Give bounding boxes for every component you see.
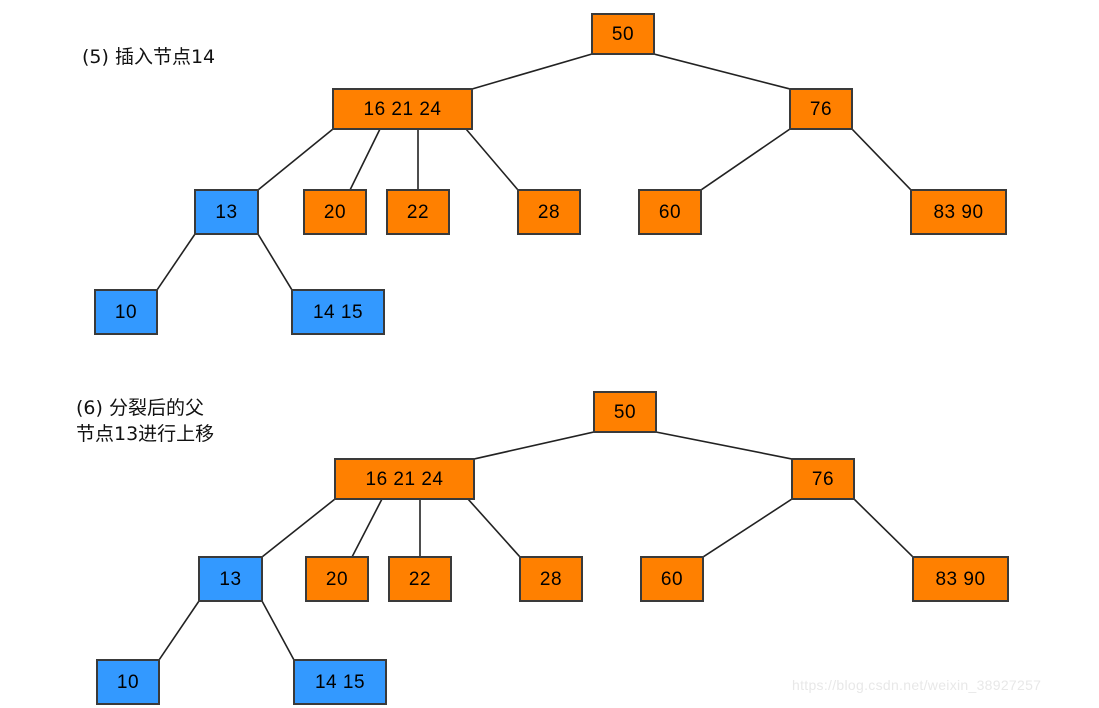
node-box <box>94 289 158 335</box>
node-box <box>912 556 1009 602</box>
node-keys: 50 <box>614 402 636 423</box>
step-6-edge-16-to-13 <box>260 497 337 559</box>
node-box <box>96 659 160 705</box>
watermark-text: https://blog.csdn.net/weixin_38927257 <box>792 677 1042 693</box>
node-keys: 14 15 <box>313 302 363 323</box>
node-box <box>517 189 581 235</box>
step-6-edge-16-to-20 <box>350 497 384 559</box>
step-5-node-14-15[interactable]: 14 15 <box>291 289 385 335</box>
node-keys: 22 <box>407 202 429 223</box>
node-box <box>910 189 1007 235</box>
node-box <box>386 189 450 235</box>
step-5-edge-root-to-16 <box>471 53 593 90</box>
node-box <box>334 458 475 500</box>
step-5-node-22[interactable]: 22 <box>386 189 450 235</box>
step-5-node-28[interactable]: 28 <box>517 189 581 235</box>
node-keys: 28 <box>540 569 562 590</box>
tree-step-5: 50 16 21 24 76 13 20 22 28 60 83 90 10 14 15 <box>94 13 1007 335</box>
node-box <box>194 189 259 235</box>
step-6-node-22[interactable]: 22 <box>388 556 452 602</box>
step-5-node-83-90[interactable]: 83 90 <box>910 189 1007 235</box>
step-5-edge-76-to-60 <box>699 127 792 192</box>
node-keys: 20 <box>324 202 346 223</box>
node-keys: 16 21 24 <box>364 99 442 120</box>
node-box <box>305 556 369 602</box>
node-keys: 20 <box>326 569 348 590</box>
node-keys: 22 <box>409 569 431 590</box>
node-box <box>303 189 367 235</box>
step-5-root-50[interactable]: 50 <box>591 13 655 55</box>
step-6-edge-76-to-83 <box>852 497 915 559</box>
step-5-edge-13-to-1415 <box>256 232 294 292</box>
node-keys: 28 <box>538 202 560 223</box>
node-box <box>591 13 655 55</box>
step-6-node-76[interactable]: 76 <box>791 458 855 500</box>
step-6-edge-root-to-76 <box>655 431 793 460</box>
step-6-node-83-90[interactable]: 83 90 <box>912 556 1009 602</box>
caption-step-6: (6) 分裂后的父 节点13进行上移 <box>76 397 215 445</box>
tree-step-6: 50 16 21 24 76 13 20 22 28 60 83 90 10 14 15 <box>96 391 1009 705</box>
caption-step-5: (5) 插入节点14 <box>82 46 216 68</box>
node-keys: 60 <box>661 569 683 590</box>
node-keys: 10 <box>117 672 139 693</box>
step-6-edge-13-to-1415 <box>260 599 296 662</box>
step-5-node-13[interactable]: 13 <box>194 189 259 235</box>
step-6-node-60[interactable]: 60 <box>640 556 704 602</box>
node-keys: 50 <box>612 24 634 45</box>
node-keys: 83 90 <box>935 569 985 590</box>
node-box <box>198 556 263 602</box>
node-keys: 83 90 <box>933 202 983 223</box>
node-keys: 76 <box>812 469 834 490</box>
node-box <box>593 391 657 433</box>
step-6-node-20[interactable]: 20 <box>305 556 369 602</box>
step-6-edge-13-to-10 <box>157 599 201 662</box>
node-box <box>638 189 702 235</box>
step-6-root-50[interactable]: 50 <box>593 391 657 433</box>
step-6-node-28[interactable]: 28 <box>519 556 583 602</box>
node-box <box>388 556 452 602</box>
node-box <box>791 458 855 500</box>
node-keys: 13 <box>219 569 241 590</box>
step-5-edge-16-to-13 <box>256 127 335 192</box>
node-keys: 10 <box>115 302 137 323</box>
node-box <box>293 659 387 705</box>
node-box <box>519 556 583 602</box>
step-6-node-10[interactable]: 10 <box>96 659 160 705</box>
step-6-node-16-21-24[interactable]: 16 21 24 <box>334 458 475 500</box>
step-5-node-16-21-24[interactable]: 16 21 24 <box>332 88 473 130</box>
node-box <box>332 88 473 130</box>
step-5-node-10[interactable]: 10 <box>94 289 158 335</box>
node-box <box>640 556 704 602</box>
step-6-edge-76-to-60 <box>701 497 794 559</box>
step-5-edge-76-to-83 <box>850 127 913 192</box>
node-keys: 60 <box>659 202 681 223</box>
step-6-edge-16-to-28 <box>466 497 522 559</box>
node-keys: 76 <box>810 99 832 120</box>
step-5-edge-13-to-10 <box>155 232 197 292</box>
step-5-edge-16-to-20 <box>348 127 382 192</box>
step-5-edge-root-to-76 <box>653 53 791 90</box>
step-6-node-14-15[interactable]: 14 15 <box>293 659 387 705</box>
node-keys: 16 21 24 <box>366 469 444 490</box>
node-keys: 13 <box>215 202 237 223</box>
step-6-node-13[interactable]: 13 <box>198 556 263 602</box>
node-box <box>789 88 853 130</box>
node-keys: 14 15 <box>315 672 365 693</box>
step-6-edge-root-to-16 <box>473 431 595 460</box>
step-5-node-20[interactable]: 20 <box>303 189 367 235</box>
node-box <box>291 289 385 335</box>
step-5-edge-16-to-28 <box>464 127 520 192</box>
step-5-node-60[interactable]: 60 <box>638 189 702 235</box>
step-5-node-76[interactable]: 76 <box>789 88 853 130</box>
